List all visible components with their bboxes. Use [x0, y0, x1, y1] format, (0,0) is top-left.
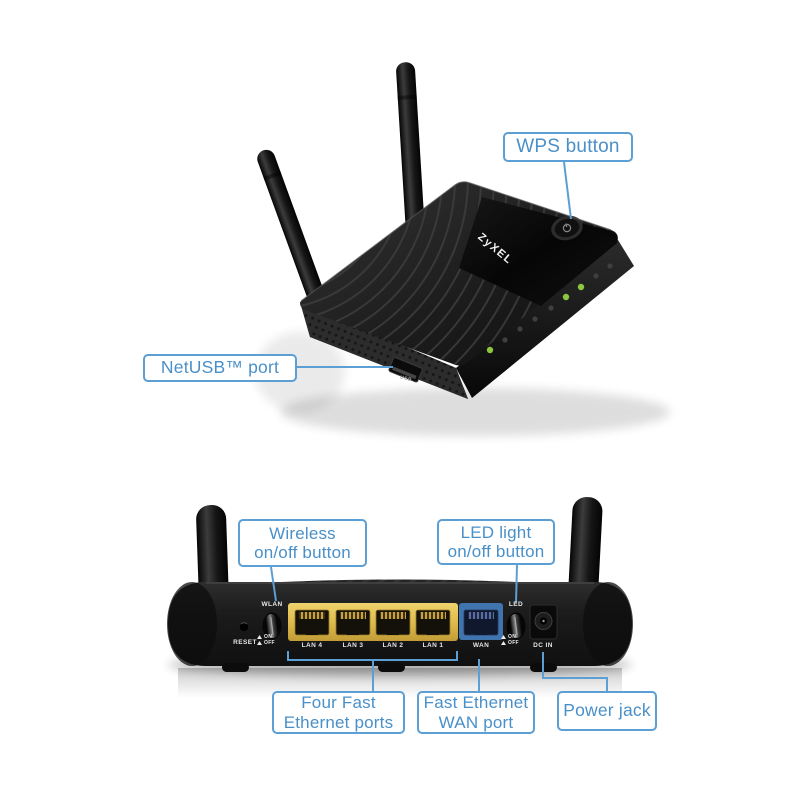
antenna-off-icon: [501, 641, 506, 645]
power-jack: [529, 604, 558, 640]
led-on-off-labels: ON OFF: [501, 634, 535, 646]
usb-port: [388, 357, 423, 383]
lan2-label: LAN 2: [382, 642, 404, 649]
callout-line-wps: [563, 161, 572, 220]
rear-antenna-right: [568, 497, 603, 600]
led-label: LED: [508, 601, 524, 608]
top-router-photo: [255, 62, 670, 436]
callout-line-led-light: [515, 564, 518, 604]
callout-wps-text: WPS button: [516, 136, 620, 158]
led-indicators: [486, 263, 613, 354]
antenna-on-icon: [501, 635, 506, 639]
top-router-side-face: [300, 302, 468, 399]
callout-wireless-line1: Wireless: [269, 523, 336, 543]
callout-led-light-line1: LED light: [460, 522, 532, 542]
lan-port: [375, 609, 411, 636]
antenna-off-icon: [257, 641, 262, 645]
lan1-label: LAN 1: [422, 642, 444, 649]
callout-line-power: [542, 652, 608, 691]
callout-netusb-text: NetUSB™ port: [160, 357, 280, 378]
dc-in-label: DC IN: [533, 642, 553, 649]
wan-port: [459, 603, 503, 640]
callout-four-ethernet-line2: Ethernet ports: [283, 712, 394, 732]
lan-ports-panel: [288, 603, 458, 641]
callout-wireless-line2: on/off button: [254, 543, 351, 562]
callout-power-text: Power jack: [563, 700, 651, 721]
callout-wps-button: WPS button: [503, 132, 633, 162]
callout-wan-port: Fast Ethernet WAN port: [417, 691, 535, 734]
top-antenna-left: [257, 149, 330, 319]
lan3-label: LAN 3: [342, 642, 364, 649]
top-router-front-face: [456, 240, 634, 398]
lan4-label: LAN 4: [301, 642, 323, 649]
wlan-on-off-labels: ON OFF: [257, 634, 291, 646]
callout-four-ethernet-ports: Four Fast Ethernet ports: [272, 691, 405, 734]
wlan-label: WLAN: [261, 601, 283, 608]
lan-port: [415, 609, 451, 636]
rear-router-photo: [167, 497, 633, 698]
lan-port: [335, 609, 371, 636]
callout-power-jack: Power jack: [557, 691, 657, 731]
top-router-top-face: [300, 181, 618, 366]
reset-label: RESET: [233, 639, 257, 646]
callout-led-light-button: LED light on/off button: [437, 519, 555, 565]
reset-hole: [239, 622, 249, 632]
callout-line-wireless: [270, 566, 277, 602]
callout-wireless-button: Wireless on/off button: [238, 519, 367, 567]
callout-led-light-line2: on/off button: [447, 542, 545, 561]
callout-netusb-port: NetUSB™ port: [143, 354, 297, 382]
lan-port: [294, 609, 330, 636]
antenna-on-icon: [257, 635, 262, 639]
led-toggle: [506, 612, 526, 640]
callout-wan-line2: WAN port: [438, 712, 514, 732]
wps-button: [551, 215, 583, 241]
callout-wan-line1: Fast Ethernet: [423, 693, 529, 713]
top-antenna-right: [396, 62, 426, 253]
callout-four-ethernet-line1: Four Fast: [301, 693, 376, 713]
wlan-toggle: [262, 612, 282, 640]
rear-antenna-left: [196, 505, 229, 606]
wan-label: WAN: [472, 642, 490, 649]
